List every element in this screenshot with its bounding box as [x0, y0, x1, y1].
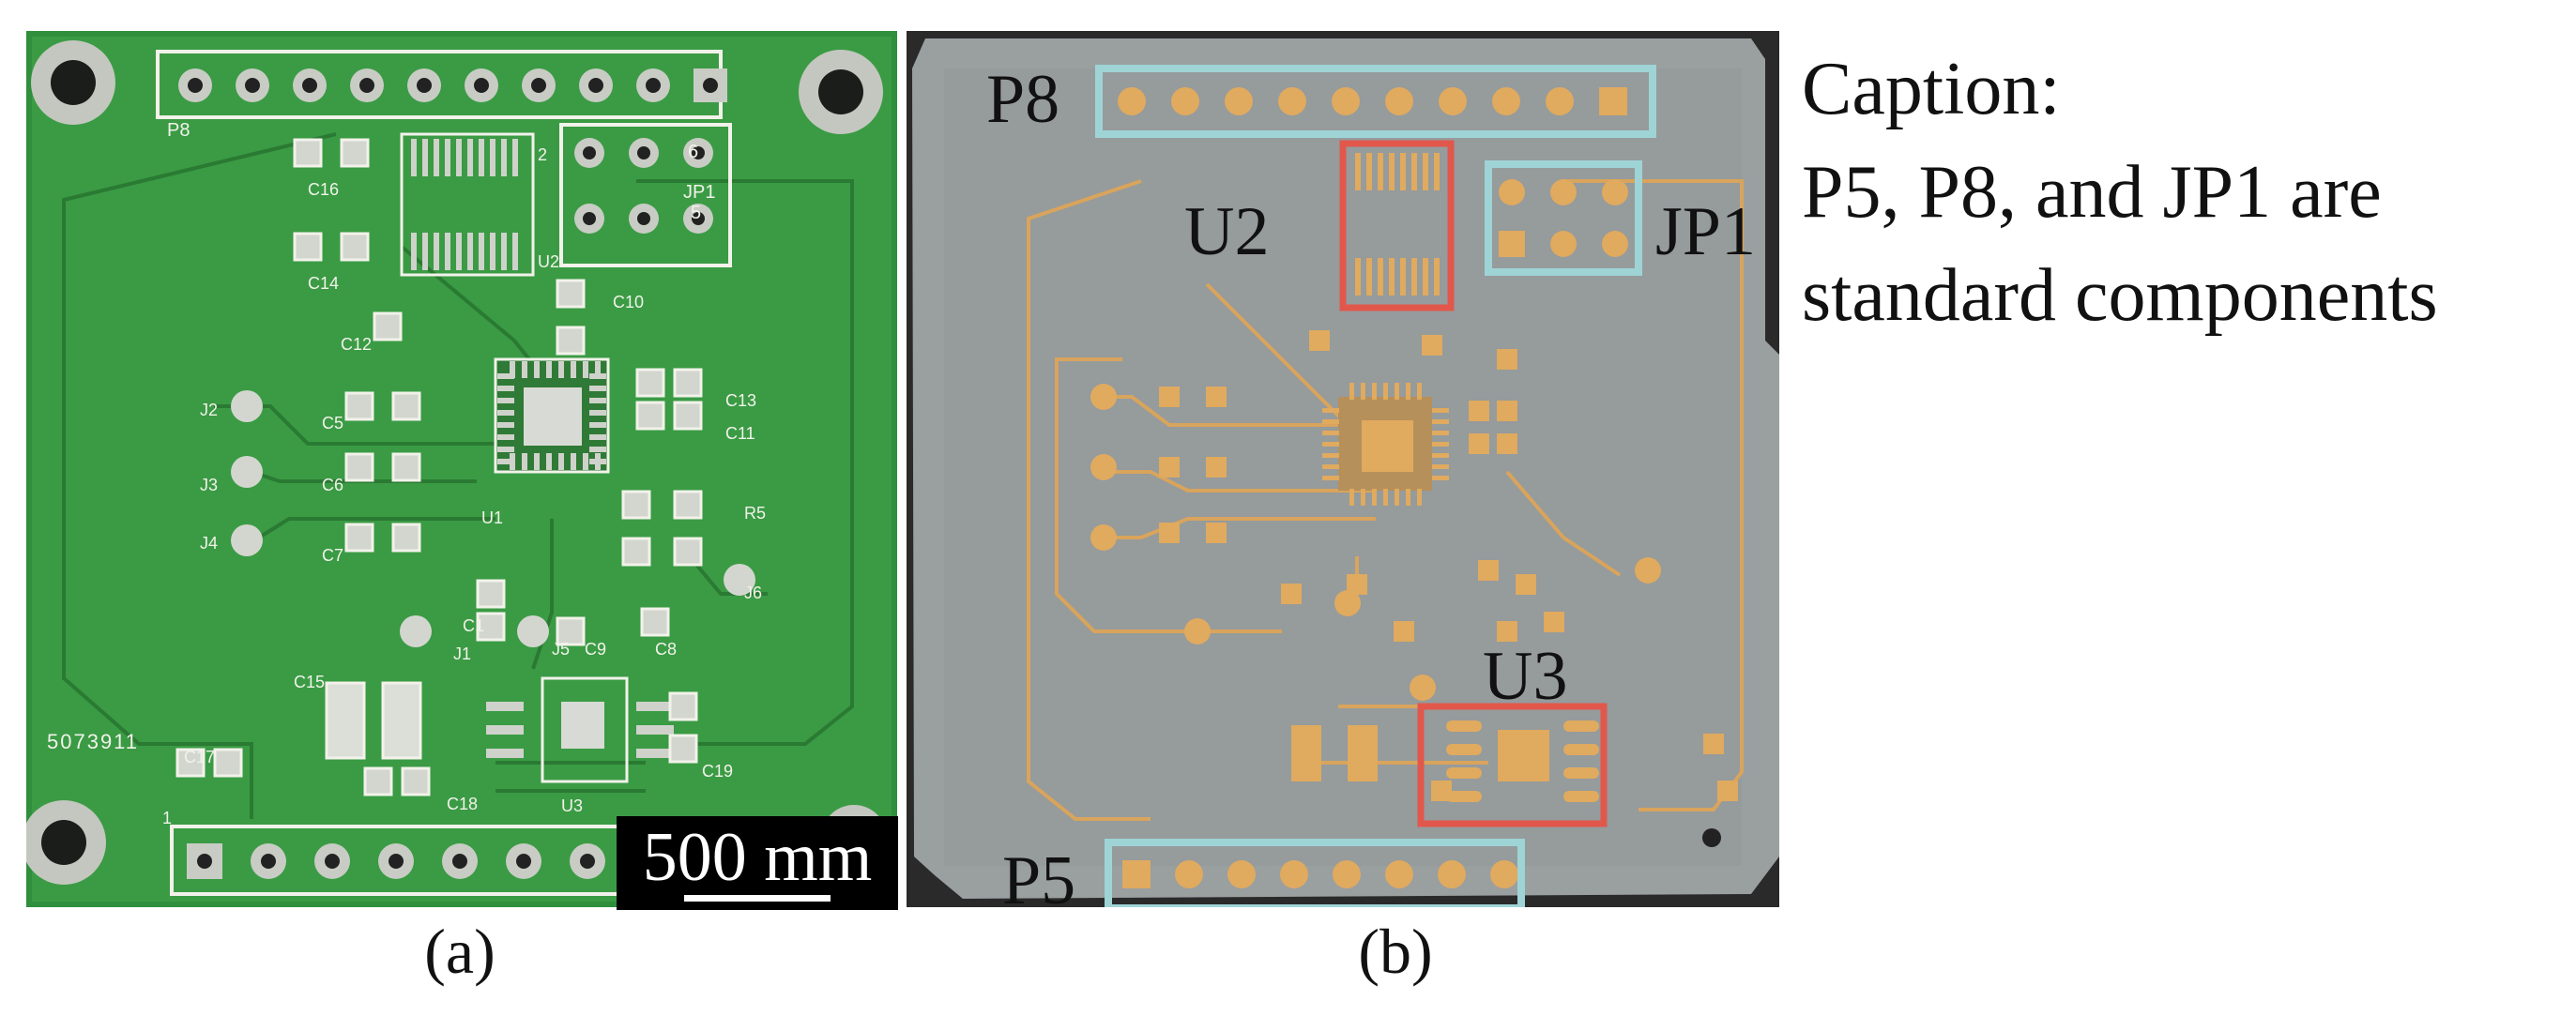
- scale-bar-label: 500 mm: [642, 819, 873, 896]
- caption-line-3: standard components: [1802, 254, 2438, 337]
- silk-j1: J1: [453, 644, 471, 663]
- silk-j2: J2: [200, 401, 218, 419]
- test-point-pads: [231, 390, 755, 647]
- caption-line-1: Caption:: [1802, 48, 2061, 130]
- silk-p8: P8: [167, 120, 190, 141]
- silk-jp1: JP1: [683, 182, 715, 203]
- u2-chip: [400, 132, 535, 277]
- scale-bar: 500 mm: [617, 816, 898, 910]
- silk-c10: C10: [613, 293, 644, 311]
- u2-highlight-box: [1339, 140, 1455, 311]
- p8-pins-gold: [1118, 87, 1627, 115]
- u3-chip: [486, 676, 674, 783]
- smd-pads-gold: [1159, 330, 1738, 801]
- mounting-hole-bottom-left: [26, 800, 106, 885]
- silk-c11: C11: [725, 424, 755, 443]
- silk-j6: J6: [744, 584, 762, 602]
- silk-j3: J3: [200, 476, 218, 494]
- substrate-image: P8 U2 JP1 U3 P5: [907, 31, 1779, 907]
- silk-c5: C5: [322, 414, 343, 432]
- u3-highlight-box: [1417, 703, 1608, 827]
- silk-u2-pin2: 2: [538, 145, 547, 164]
- p5-header-pins: [187, 843, 669, 879]
- silk-c7: C7: [322, 546, 343, 565]
- board-id: 5073911: [47, 730, 139, 753]
- jp1-outline: [559, 123, 732, 267]
- test-points-gold: [1090, 384, 1661, 701]
- silk-p5-pin1: 1: [162, 809, 172, 827]
- annotation-jp1: JP1: [1655, 193, 1756, 270]
- jp1-highlight-box: [1485, 160, 1642, 276]
- c15-capacitor: [325, 681, 422, 760]
- silk-c6: C6: [322, 476, 343, 494]
- silk-c18: C18: [447, 795, 478, 813]
- p5-highlight-box: [1105, 839, 1525, 907]
- silk-j4: J4: [200, 534, 218, 553]
- p5-pins-gold: [1122, 860, 1518, 888]
- silk-c9: C9: [585, 640, 606, 659]
- silk-r5: R5: [744, 504, 766, 523]
- silk-c14: C14: [308, 274, 339, 293]
- annotation-u2: U2: [1184, 193, 1269, 270]
- annotation-p8: P8: [986, 61, 1059, 138]
- u1-chip: [494, 357, 610, 474]
- silk-jp1-pin5: 5: [691, 203, 701, 223]
- silk-u1: U1: [481, 508, 503, 527]
- u1-footprint-gold: [1322, 383, 1449, 506]
- mounting-hole-top-right: [799, 50, 883, 134]
- silk-j5: J5: [552, 640, 570, 659]
- pcb-traces: [62, 132, 854, 819]
- panel-a-label: (a): [424, 916, 495, 987]
- smd-component-pads: [175, 138, 703, 796]
- silk-u2: U2: [538, 252, 559, 271]
- silk-c15: C15: [294, 673, 325, 691]
- u2-pins-gold: [1355, 153, 1440, 296]
- p8-header-pins: [178, 68, 727, 102]
- silk-jp1-pin6: 6: [688, 142, 698, 162]
- silk-c8: C8: [655, 640, 677, 659]
- caption-line-2: P5, P8, and JP1 are: [1802, 151, 2382, 234]
- u3-footprint-gold: [1291, 720, 1599, 802]
- panel-b-label: (b): [1358, 916, 1433, 987]
- caption-text: Caption: P5, P8, and JP1 are standard co…: [1802, 38, 2571, 347]
- silk-c13: C13: [725, 391, 756, 410]
- silk-c12: C12: [341, 335, 372, 354]
- jp1-header-pins: [574, 138, 713, 234]
- silk-c1: C1: [463, 616, 484, 635]
- silk-u3: U3: [561, 796, 583, 815]
- gold-traces: [1027, 179, 1744, 821]
- jp1-pins-gold: [1499, 179, 1628, 257]
- pcb-green-image: P8 JP1 6 5 2 C16 C14 U2 C10 C12 C13 C11 …: [26, 31, 897, 907]
- silk-c19: C19: [702, 762, 733, 781]
- panel-a-pcb-photo: P8 JP1 6 5 2 C16 C14 U2 C10 C12 C13 C11 …: [26, 31, 897, 907]
- p8-highlight-box: [1095, 65, 1656, 138]
- annotation-u3: U3: [1483, 638, 1567, 715]
- annotation-p5: P5: [1002, 842, 1075, 907]
- silk-c16: C16: [308, 180, 339, 199]
- mounting-hole-top-left: [31, 40, 115, 125]
- scale-bar-line: [684, 895, 831, 902]
- silk-c17: C17: [184, 748, 215, 766]
- via-hole: [1702, 828, 1721, 847]
- panel-b-substrate-photo: P8 U2 JP1 U3 P5: [907, 31, 1779, 907]
